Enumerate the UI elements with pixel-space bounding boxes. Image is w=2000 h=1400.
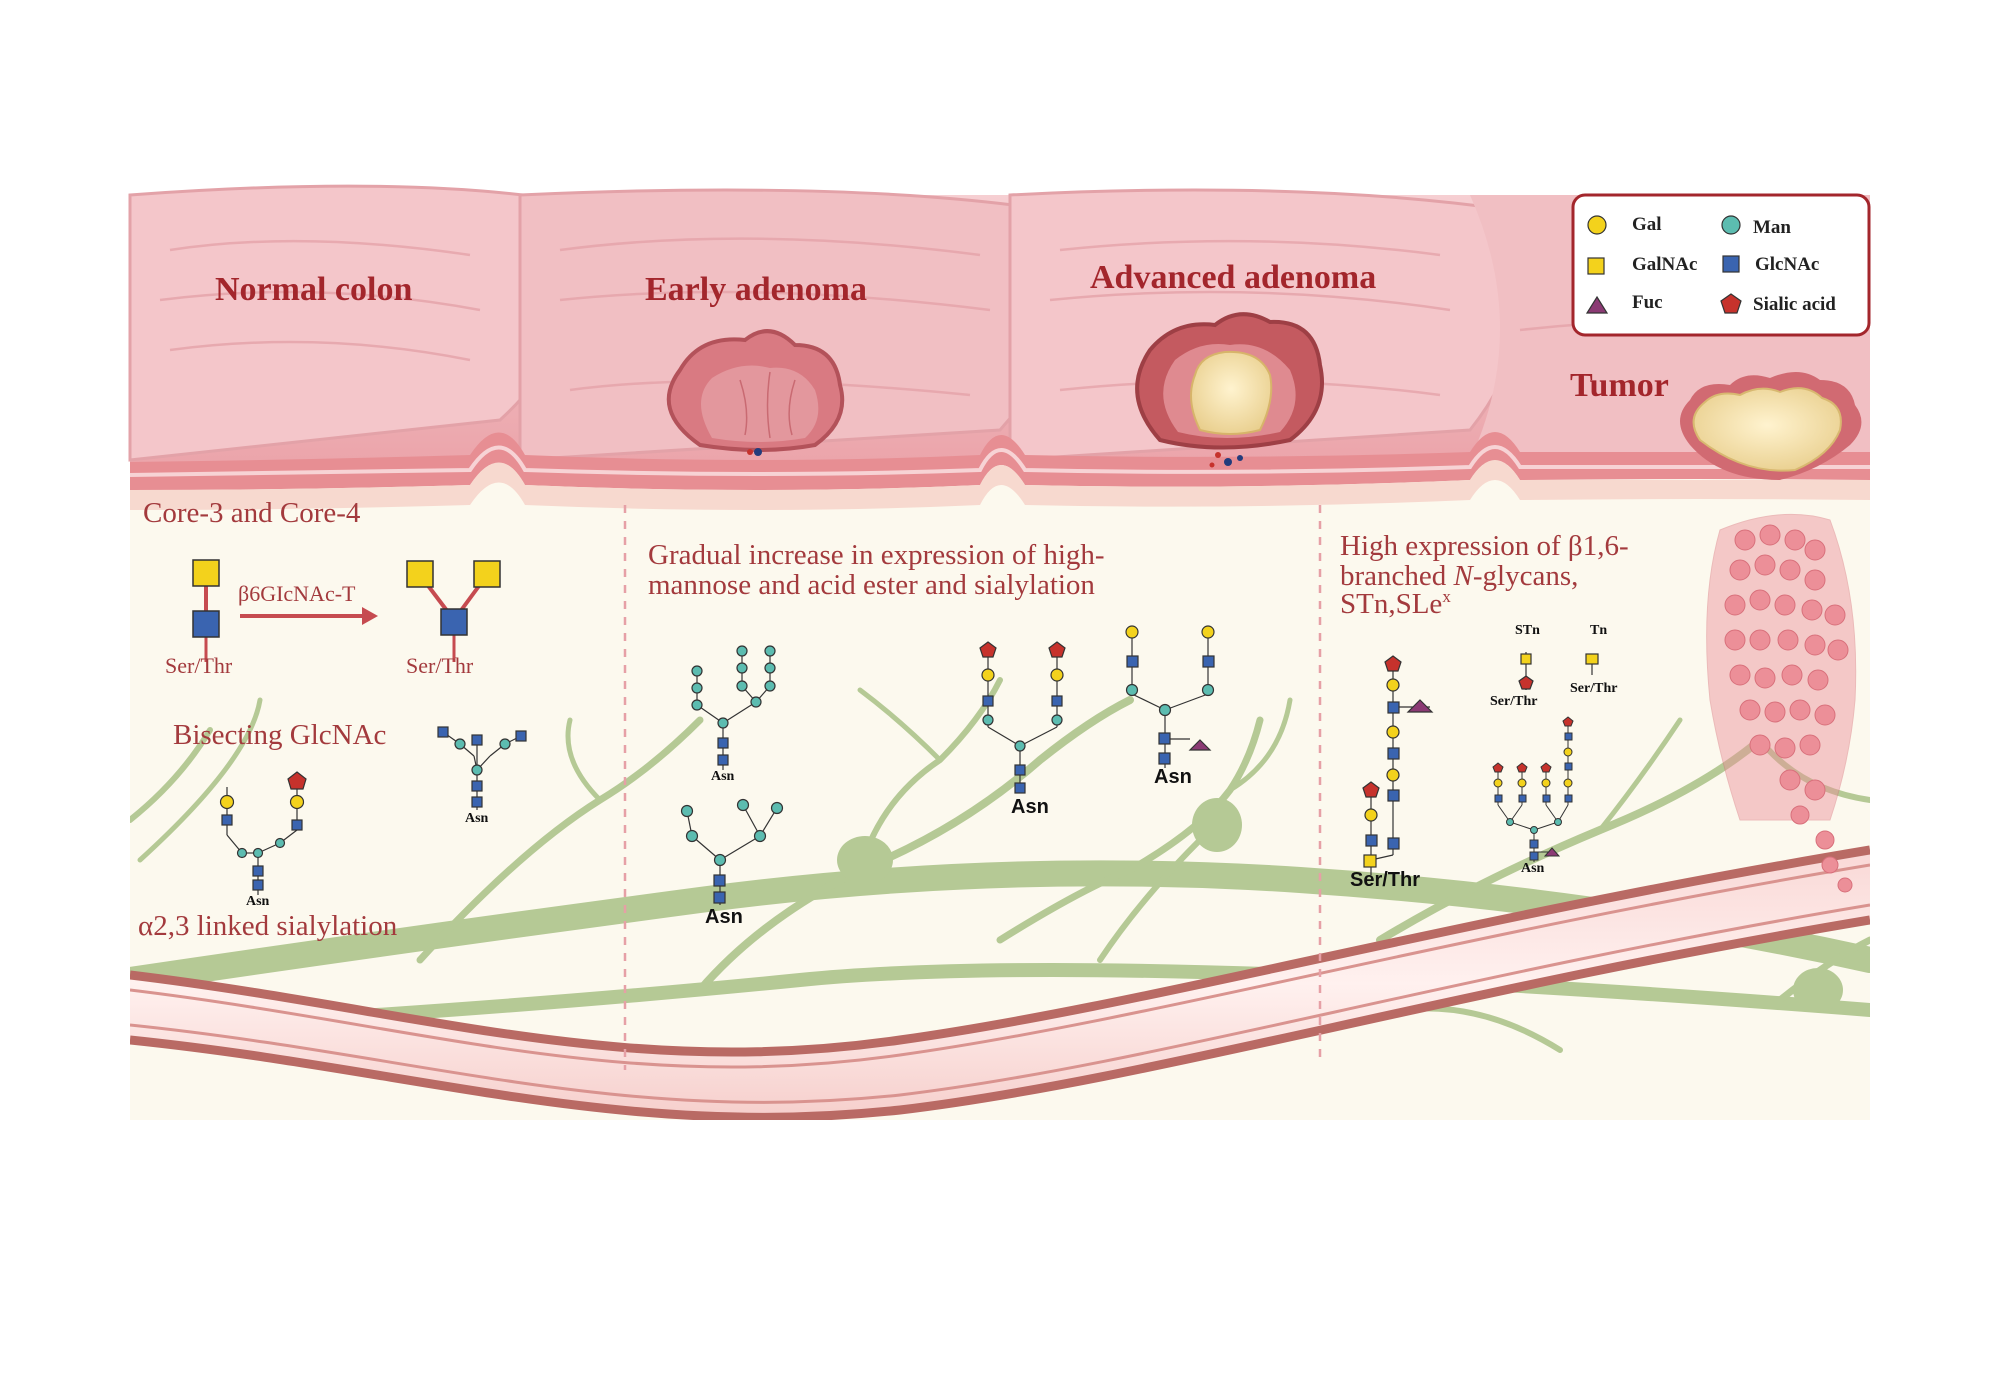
tn-label: Tn [1590,623,1607,638]
core3-glycan [192,559,220,662]
ser-thr-left: Ser/Thr [165,653,233,678]
asn-mannose-1: Asn [711,769,735,784]
legend-sialic-label: Sialic acid [1753,294,1836,315]
panel-separators [623,505,1322,1070]
asn-branched: Asn [1521,861,1545,876]
stn-label: STn [1515,623,1540,638]
blood-vessel [130,845,1870,1120]
invading-tumor-cells [1706,513,1857,893]
stage-title-early: Early adenoma [645,271,867,308]
core4-glycan [406,560,501,662]
complex-sialylated-glycan [979,641,1066,794]
advanced-adenoma-polyp [1135,312,1324,468]
sialylation-label: α2,3 linked sialylation [138,910,398,942]
sialylated-glycan [219,771,307,895]
early-line2: mannose and acid ester and sialylation [648,569,1095,601]
stage-title-normal: Normal colon [215,271,412,308]
bisecting-label: Bisecting GlcNAc [173,719,386,751]
stage-title-advanced: Advanced adenoma [1090,259,1376,296]
legend-gal-label: Gal [1632,214,1662,235]
ser-thr-tn: Ser/Thr [1570,681,1617,696]
vessel-nodules [837,798,1843,1012]
tn-glycan [1585,653,1599,675]
high-mannose-glycan-2 [680,798,784,905]
stage-title-tumor: Tumor [1570,367,1669,404]
man-icon [1721,215,1741,235]
branched-nglycan [1492,716,1574,862]
asn-sialylated: Asn [246,894,270,909]
legend-glcnac-label: GlcNAc [1755,254,1819,275]
tumor-line3: STn,SLex [1340,587,1451,620]
glcnac-icon [1722,255,1740,273]
legend: Gal Man GalNAc GlcNAc Fuc Sialic acid [1571,193,1871,337]
reaction-arrow [240,607,378,625]
ser-thr-big: Ser/Thr [1350,869,1420,891]
galnac-icon [1587,257,1605,275]
tumor-line2: branched N-glycans, [1340,560,1578,592]
stn-glycan [1518,652,1534,690]
legend-galnac-label: GalNAc [1632,254,1697,275]
tumor-line1: High expression of β1,6- [1340,530,1629,562]
bisecting-glycan [437,726,527,810]
sialic-acid-icon [1720,293,1742,314]
sle-x-oglycan [1362,655,1434,875]
asn-complex: Asn [1011,796,1049,818]
early-adenoma-polyp [666,329,845,456]
high-mannose-glycan-1 [691,645,776,770]
tumor-mass [1680,371,1862,480]
asn-fucosylated: Asn [1154,766,1192,788]
asn-bisecting: Asn [465,811,489,826]
legend-fuc-label: Fuc [1632,292,1663,313]
gal-icon [1587,215,1607,235]
early-line1: Gradual increase in expression of high- [648,539,1105,571]
enzyme-label: β6GIcNAc-T [238,581,356,606]
legend-man-label: Man [1753,217,1791,238]
core-label: Core-3 and Core-4 [143,497,361,529]
fuc-icon [1585,295,1609,314]
asn-mannose-2: Asn [705,906,743,928]
fucosylated-glycan [1125,625,1215,768]
ser-thr-right: Ser/Thr [406,653,474,678]
ser-thr-stn: Ser/Thr [1490,694,1537,709]
